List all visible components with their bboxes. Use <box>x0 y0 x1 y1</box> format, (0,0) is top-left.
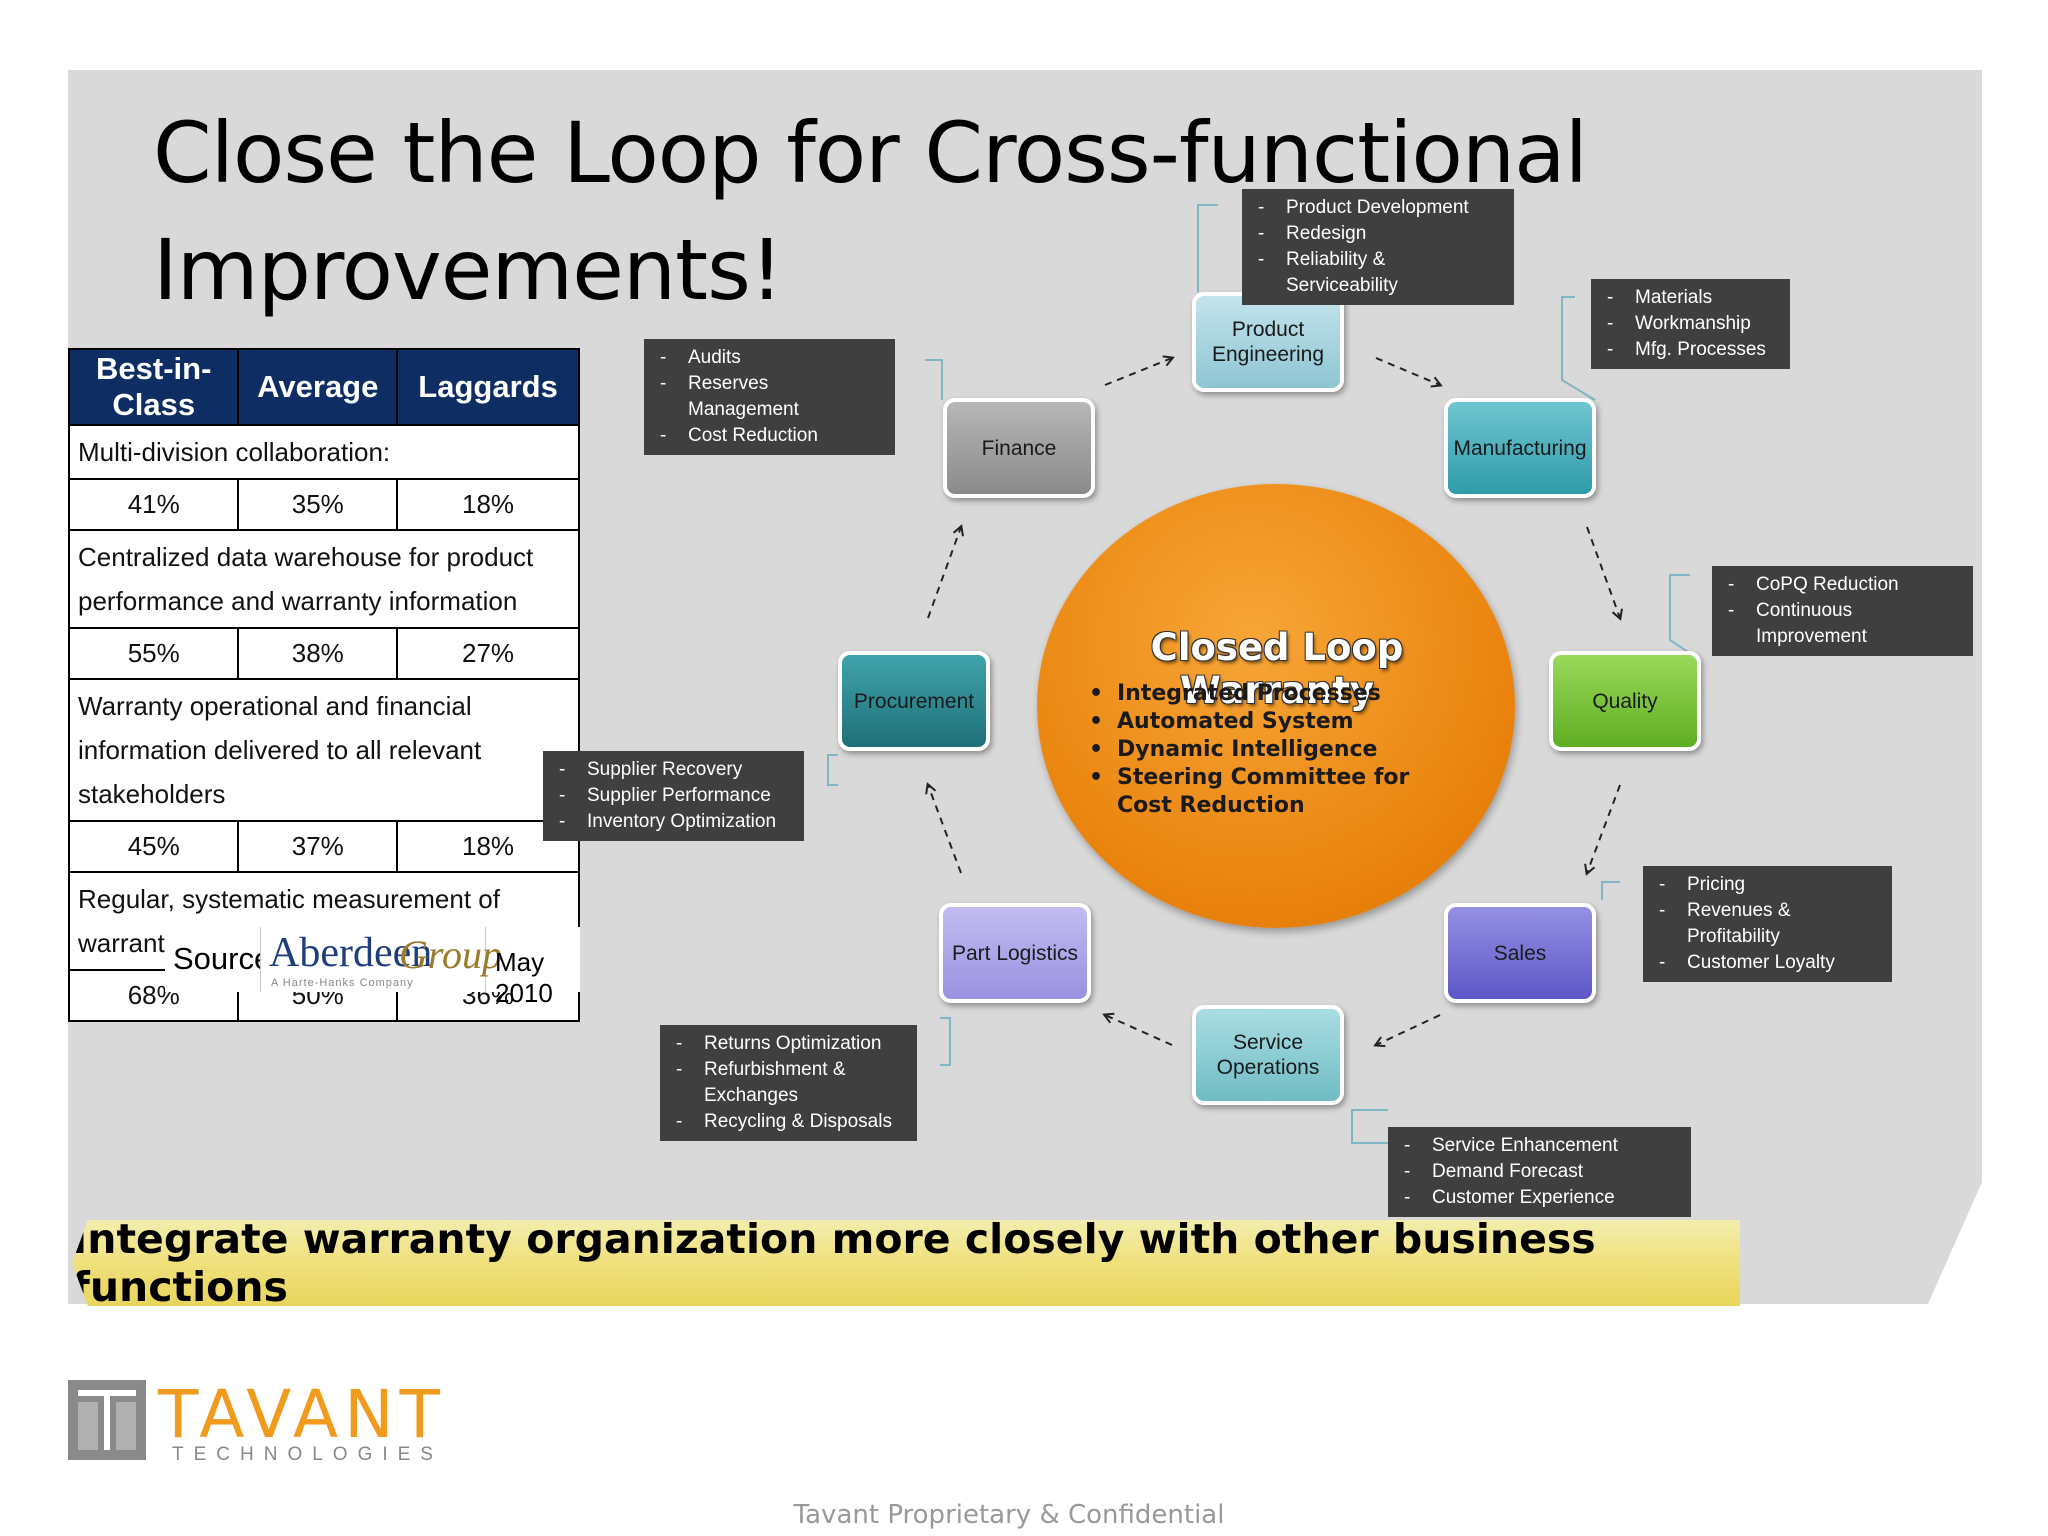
node-sales: Sales <box>1444 903 1596 1003</box>
callout-item: Continuous Improvement <box>1724 598 1959 650</box>
connector-sales <box>1601 881 1620 900</box>
stats-row-label: Centralized data warehouse for product p… <box>68 529 580 629</box>
stats-values-row: 55% 38% 27% <box>67 627 580 680</box>
node-service-operations: Service Operations <box>1192 1005 1344 1105</box>
callout-procurement: Supplier Recovery Supplier Performance I… <box>543 751 804 841</box>
arrow-manufacturing-to-quality <box>1586 526 1620 618</box>
callout-item: Returns Optimization <box>672 1031 903 1057</box>
stats-header-row: Best-in-Class Average Laggards <box>67 348 580 426</box>
source-date: May 2010 <box>495 947 553 1008</box>
connector-parts <box>940 1017 951 1066</box>
callout-item: Workmanship <box>1603 311 1776 337</box>
arrow-procurement-to-finance <box>927 527 961 619</box>
callout-item: Materials <box>1603 285 1776 311</box>
callout-item: Reserves Management <box>656 371 881 423</box>
callout-item: Reliability & Serviceability <box>1254 247 1500 299</box>
arrow-finance-to-product <box>1104 358 1172 386</box>
callout-item: Mfg. Processes <box>1603 337 1776 363</box>
title-line-1: Close the Loop for Cross-functional <box>153 104 1588 202</box>
closed-loop-hub: Closed Loop Warranty Integrated Processe… <box>1037 484 1515 928</box>
node-product-engineering: Product Engineering <box>1192 292 1344 392</box>
node-procurement: Procurement <box>838 651 990 751</box>
callout-item: Revenues & Profitability <box>1655 898 1878 950</box>
callout-item: Pricing <box>1655 872 1878 898</box>
callout-item: Supplier Recovery <box>555 757 790 783</box>
title-line-2: Improvements! <box>153 221 784 319</box>
header-best-in-class: Best-in-Class <box>67 348 240 426</box>
hub-item: Dynamic Intelligence <box>1085 736 1465 764</box>
stats-row-label: Multi-division collaboration: <box>68 424 580 480</box>
stats-values-row: 41% 35% 18% <box>67 478 580 531</box>
callout-item: Refurbishment & Exchanges <box>672 1057 903 1109</box>
source-attribution: Source: Aberdeen Group A Harte-Hanks Com… <box>165 927 580 1008</box>
callout-item: Inventory Optimization <box>555 809 790 835</box>
node-manufacturing: Manufacturing <box>1444 398 1596 498</box>
stats-row-label: Warranty operational and financial infor… <box>68 678 580 822</box>
key-message-banner: Integrate warranty organization more clo… <box>72 1220 1740 1306</box>
stats-value: 41% <box>67 478 240 531</box>
callout-finance: Audits Reserves Management Cost Reductio… <box>644 339 895 455</box>
header-average: Average <box>237 348 399 426</box>
callout-quality: CoPQ Reduction Continuous Improvement <box>1712 566 1973 656</box>
connector-product <box>1197 204 1218 292</box>
header-laggards: Laggards <box>396 348 580 426</box>
node-quality: Quality <box>1549 651 1701 751</box>
arrow-sales-to-service <box>1376 1014 1441 1045</box>
arrow-service-to-parts <box>1105 1015 1173 1046</box>
callout-item: Cost Reduction <box>656 423 881 449</box>
stats-value: 27% <box>396 627 580 680</box>
stats-value: 35% <box>237 478 399 531</box>
tavant-subtitle: TECHNOLOGIES <box>172 1444 443 1465</box>
arrow-product-to-manufacturing <box>1375 357 1440 385</box>
stats-value: 37% <box>237 820 399 873</box>
aberdeen-logo: Aberdeen Group A Harte-Hanks Company <box>260 927 502 992</box>
connector-procurement <box>827 754 838 786</box>
hub-list: Integrated Processes Automated System Dy… <box>1085 680 1465 820</box>
callout-item: Customer Loyalty <box>1655 950 1878 976</box>
slide-title: Close the Loop for Cross-functional Impr… <box>153 95 1653 329</box>
confidential-footer: Tavant Proprietary & Confidential <box>793 1500 1225 1530</box>
callout-item: Audits <box>656 345 881 371</box>
callout-item: Service Enhancement <box>1400 1133 1677 1159</box>
connector-quality <box>1669 574 1701 661</box>
callout-item: Customer Experience <box>1400 1185 1677 1211</box>
tavant-wordmark: TAVANT <box>158 1376 446 1453</box>
callout-parts: Returns Optimization Refurbishment & Exc… <box>660 1025 917 1141</box>
callout-item: Recycling & Disposals <box>672 1109 903 1135</box>
node-finance: Finance <box>943 398 1095 498</box>
stats-value: 55% <box>67 627 240 680</box>
callout-sales: Pricing Revenues & Profitability Custome… <box>1643 866 1892 982</box>
connector-manufacturing <box>1561 296 1596 401</box>
hub-item: Steering Committee for Cost Reduction <box>1085 764 1465 820</box>
callout-product: Product Development Redesign Reliability… <box>1242 189 1514 305</box>
stats-table: Best-in-Class Average Laggards Multi-div… <box>67 348 580 1022</box>
arrow-parts-to-procurement <box>928 785 962 874</box>
callout-item: Demand Forecast <box>1400 1159 1677 1185</box>
connector-finance <box>925 359 943 400</box>
stats-value: 18% <box>396 478 580 531</box>
arrow-quality-to-sales <box>1587 784 1621 873</box>
callout-service: Service Enhancement Demand Forecast Cust… <box>1388 1127 1691 1217</box>
tavant-logo: TAVANT TECHNOLOGIES <box>68 1376 448 1470</box>
callout-manufacturing: Materials Workmanship Mfg. Processes <box>1591 279 1790 369</box>
callout-item: Supplier Performance <box>555 783 790 809</box>
aberdeen-logo-group: Group <box>399 932 502 977</box>
stats-value: 38% <box>237 627 399 680</box>
stats-value: 45% <box>67 820 240 873</box>
aberdeen-logo-sub: A Harte-Hanks Company <box>271 977 414 989</box>
callout-item: Product Development <box>1254 195 1500 221</box>
connector-service <box>1351 1109 1388 1144</box>
stats-values-row: 45% 37% 18% <box>67 820 580 873</box>
node-part-logistics: Part Logistics <box>939 903 1091 1003</box>
aberdeen-logo-text: Aberdeen <box>269 930 433 976</box>
callout-item: CoPQ Reduction <box>1724 572 1959 598</box>
hub-item: Automated System <box>1085 708 1465 736</box>
callout-item: Redesign <box>1254 221 1500 247</box>
hub-item: Integrated Processes <box>1085 680 1465 708</box>
tavant-logo-mark-icon <box>68 1380 146 1460</box>
